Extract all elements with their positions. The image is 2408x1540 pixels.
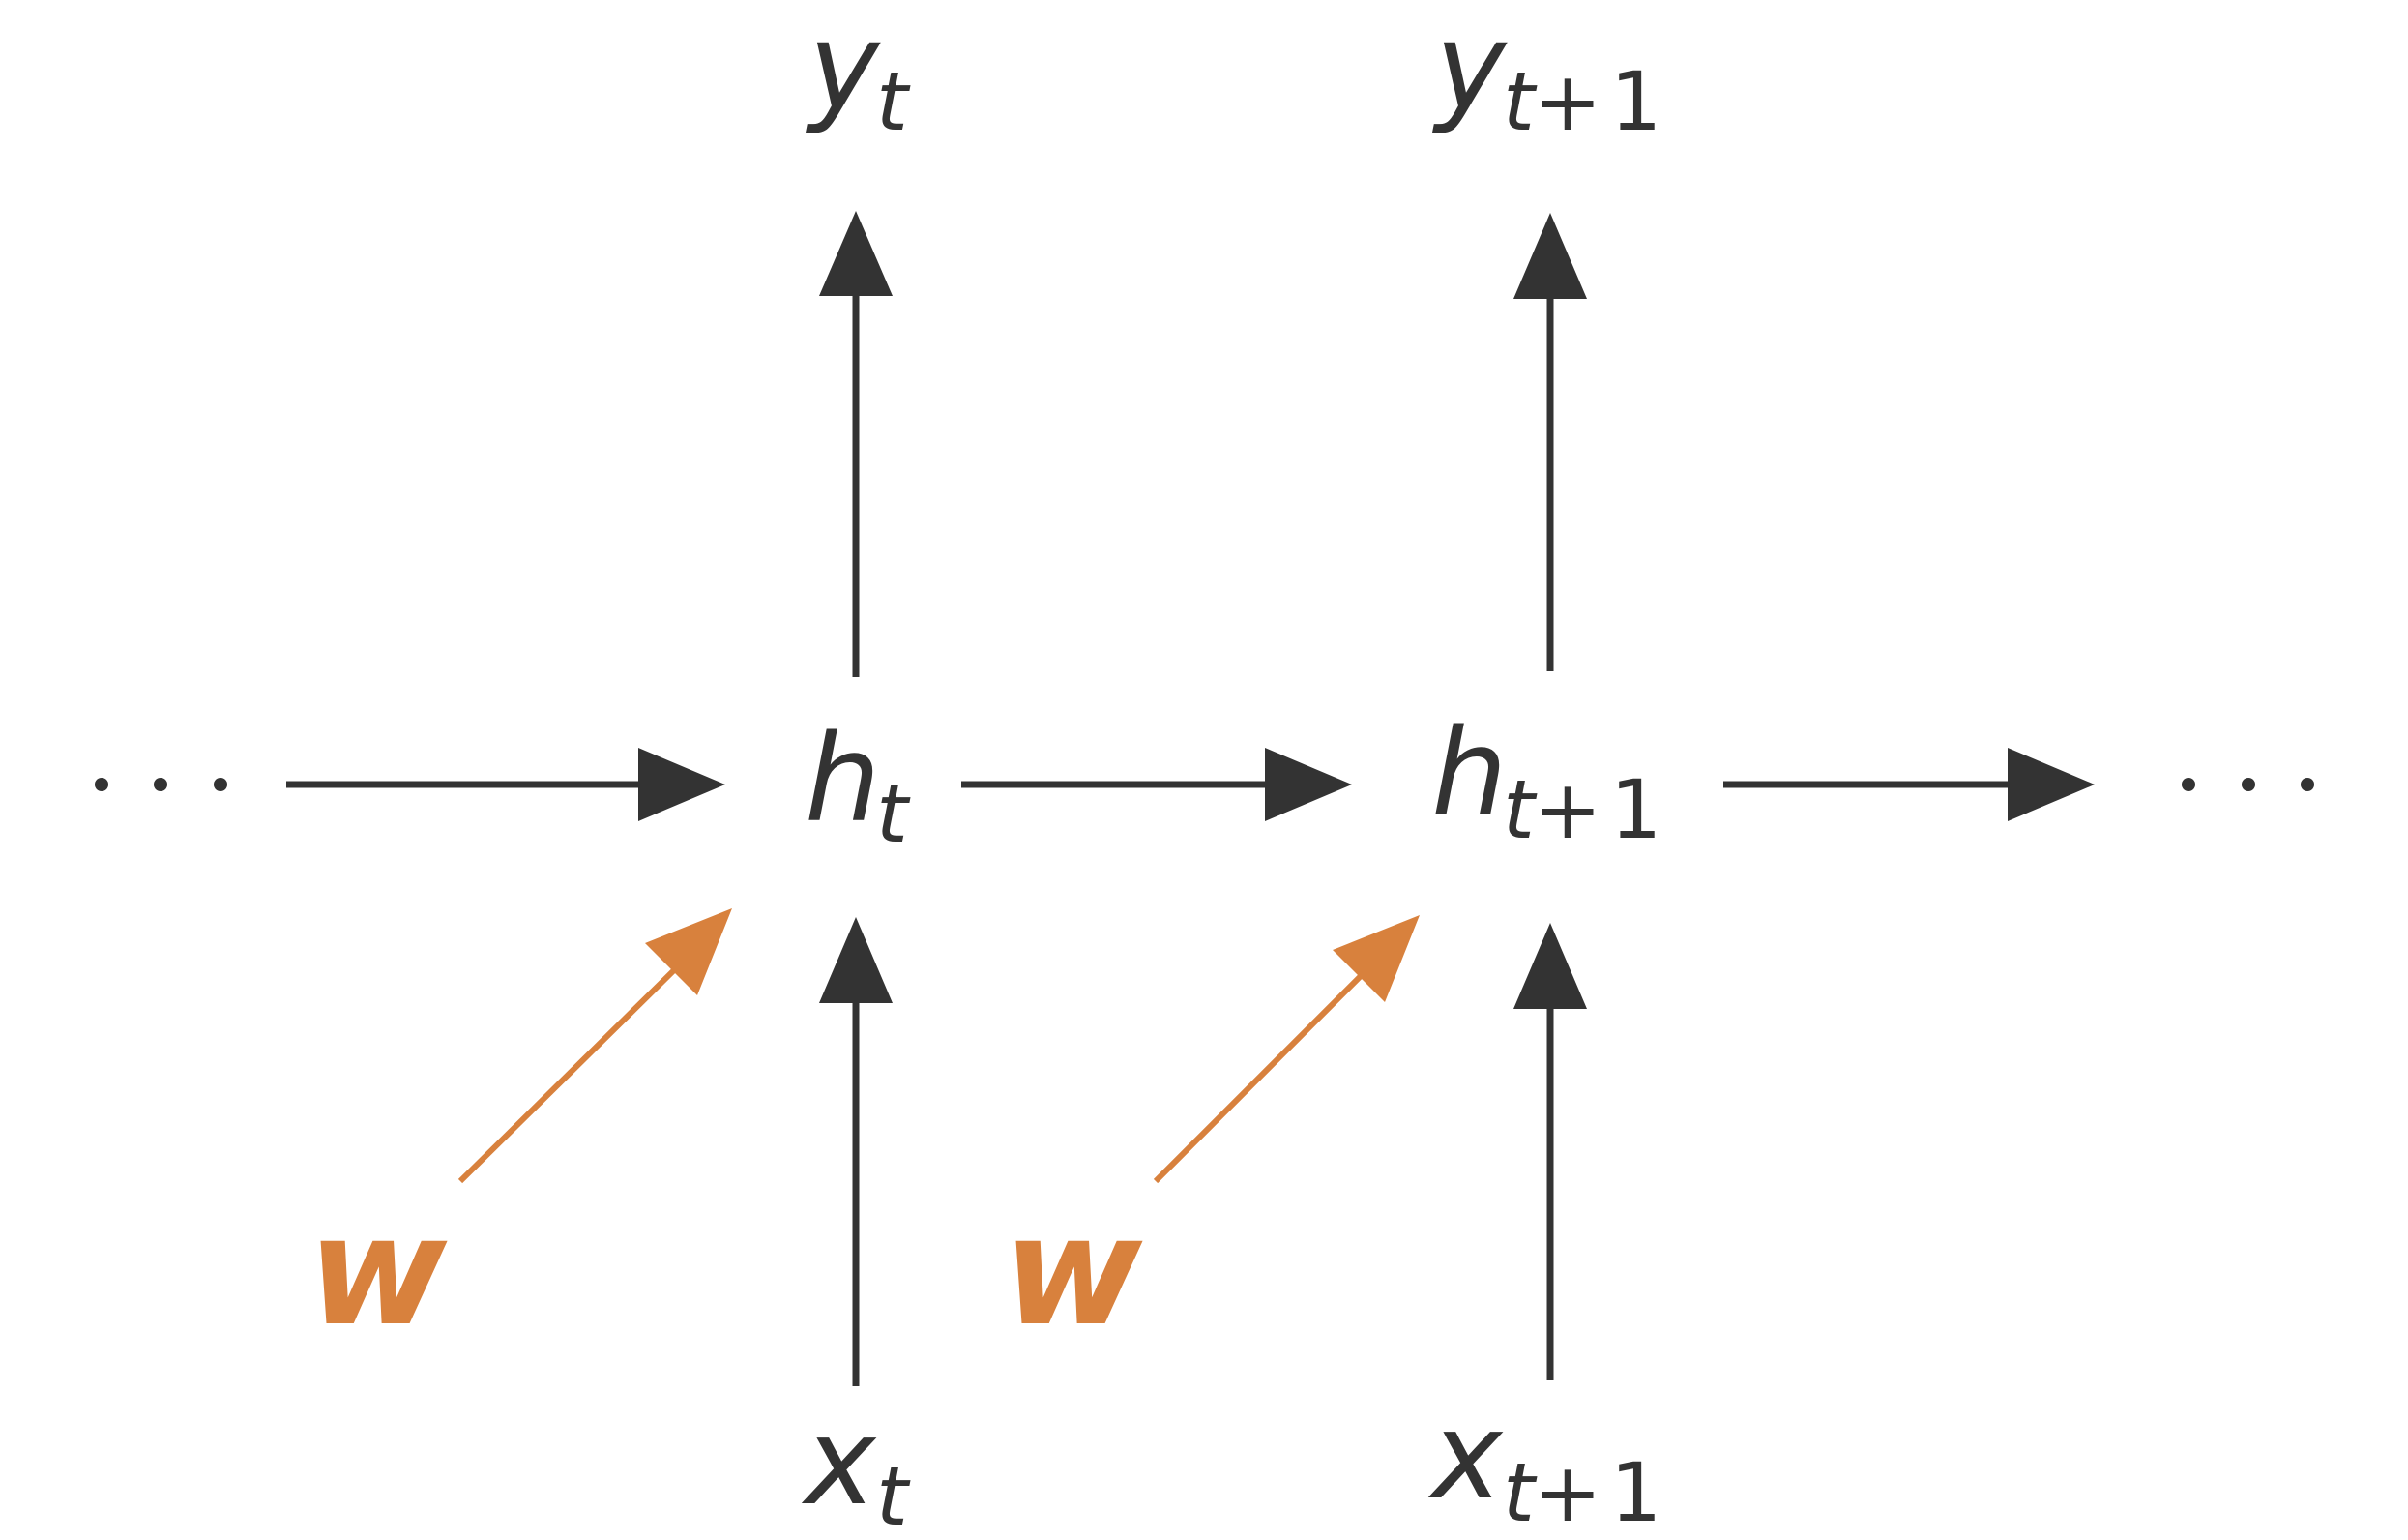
x-t1-plus: + — [1534, 1445, 1601, 1540]
label-h-t: h t — [805, 710, 911, 861]
h-t1-base: h — [1431, 704, 1508, 844]
h-t1-sub: t — [1503, 762, 1538, 857]
weight-label-right: w — [1003, 1183, 1143, 1359]
arrow-prev-to-ht — [286, 748, 725, 821]
x-t-base: x — [801, 1393, 877, 1532]
x-t1-one: 1 — [1610, 1445, 1661, 1540]
h-t-base: h — [805, 710, 881, 849]
y-t1-one: 1 — [1610, 54, 1661, 149]
arrow-ht-to-yt — [819, 211, 893, 677]
label-y-t: y t — [805, 0, 911, 149]
arrow-w-to-ht1 — [1153, 915, 1420, 1184]
label-x-t1: x t + 1 — [1427, 1387, 1661, 1540]
x-t1-base: x — [1427, 1387, 1504, 1526]
label-h-t1: h t + 1 — [1431, 704, 1661, 857]
h-t1-plus: + — [1534, 762, 1601, 857]
x-t-sub: t — [876, 1449, 911, 1540]
y-t1-base: y — [1431, 0, 1508, 137]
arrow-xt-to-ht — [819, 917, 893, 1386]
ellipsis-left-text: · · · — [160, 802, 162, 804]
y-t1-plus: + — [1534, 54, 1601, 149]
h-t-sub: t — [876, 766, 911, 861]
weight-label-left: w — [308, 1183, 448, 1359]
x-t1-sub: t — [1503, 1445, 1538, 1540]
h-t1-one: 1 — [1610, 762, 1661, 857]
arrow-w-to-ht — [457, 908, 732, 1184]
arrow-ht-to-ht1 — [961, 748, 1352, 821]
ellipsis-right-text: · · · — [2247, 802, 2249, 804]
ellipsis-right: · · · — [2182, 778, 2314, 804]
label-y-t1: y t + 1 — [1431, 0, 1661, 149]
y-t-sub: t — [876, 54, 911, 149]
arrow-ht1-to-next — [1723, 748, 2095, 821]
label-x-t: x t — [801, 1393, 911, 1540]
y-t-base: y — [805, 0, 881, 137]
y-t1-sub: t — [1503, 54, 1538, 149]
ellipsis-left: · · · — [95, 778, 227, 804]
arrow-xt1-to-ht1 — [1513, 923, 1587, 1380]
arrow-ht1-to-yt1 — [1513, 213, 1587, 671]
